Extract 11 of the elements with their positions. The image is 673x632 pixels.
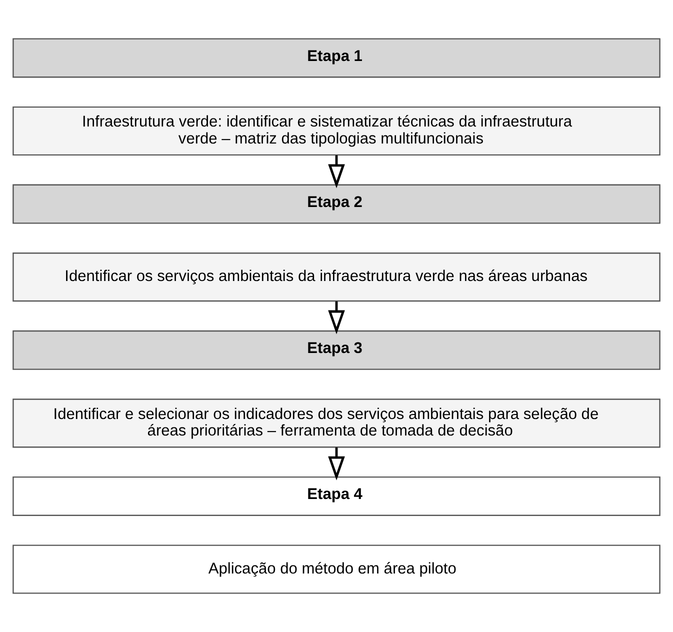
node-box: Etapa 2 bbox=[12, 184, 660, 224]
arrow bbox=[328, 301, 345, 334]
node-box: Aplicação do método em área piloto bbox=[12, 544, 660, 594]
arrow bbox=[328, 155, 345, 188]
node-box: Identificar os serviços ambientais da infraestrutura verde nas áreas urbanas bbox=[12, 252, 660, 302]
node-box: Etapa 3 bbox=[12, 330, 660, 370]
node-box: Identificar e selecionar os indicadores dos serviços ambientais para seleção de áreas prioritárias – ferramenta de tomada de decisão bbox=[12, 398, 660, 448]
node-box: Etapa 1 bbox=[12, 38, 660, 78]
node-box: Infraestrutura verde: identificar e sistematizar técnicas da infraestrutura verde – matriz das tipologias multifuncionais bbox=[12, 106, 660, 156]
arrow bbox=[328, 448, 345, 480]
node-box: Etapa 4 bbox=[12, 476, 660, 516]
